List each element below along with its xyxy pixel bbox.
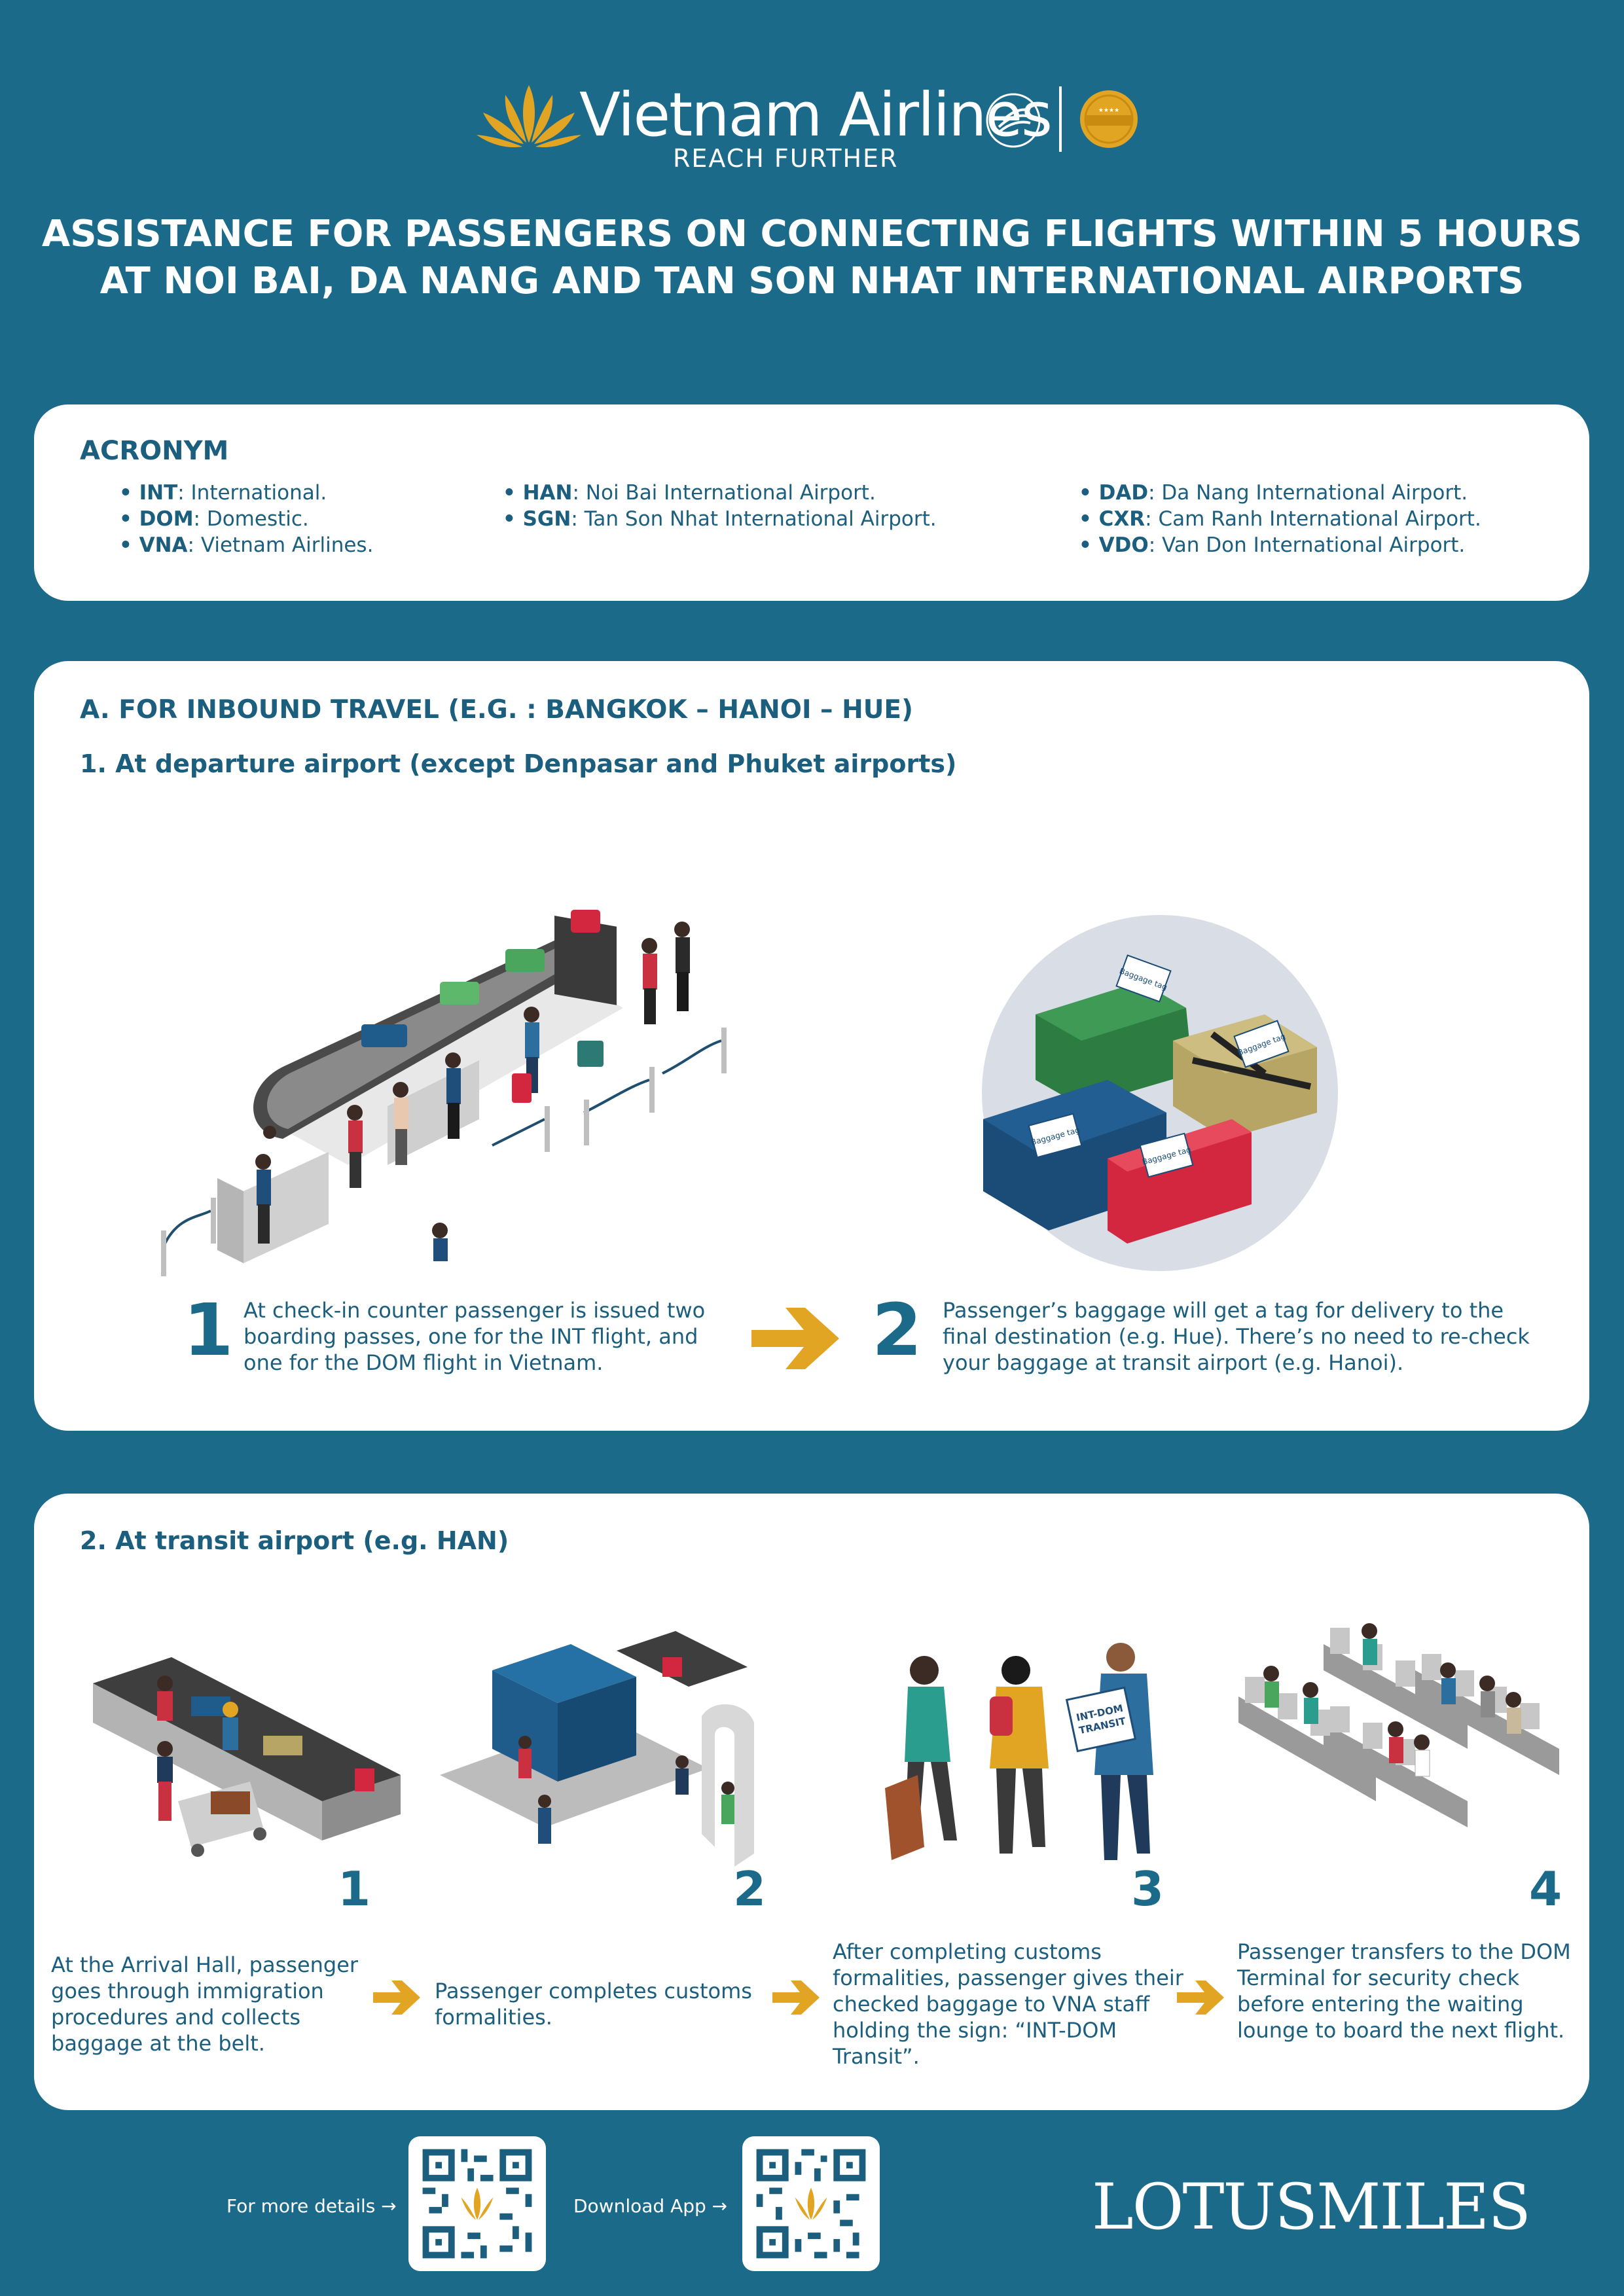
acronym-list-2: HAN: Noi Bai International Airport. SGN:…: [503, 480, 937, 532]
acronym-item: DAD: Da Nang International Airport.: [1079, 480, 1481, 506]
page-title-line-2: AT NOI BAI, DA NANG AND TAN SON NHAT INT…: [99, 260, 1525, 302]
qr-code-icon: [756, 2149, 866, 2259]
baggage-tag: Baggage tag Baggage tag Baggage tag Bagg…: [1028, 954, 1290, 1178]
logo-row: Vietnam Airlines REACH FURTHER ★★★★: [0, 65, 1624, 177]
int-dom-transit-sign: INT-DOM TRANSIT: [1065, 1686, 1137, 1753]
step-number: 4: [1529, 1861, 1562, 1916]
arrow-right-icon: [1177, 1981, 1224, 2015]
acronym-list-1: INT: International. DOM: Domestic. VNA: …: [119, 480, 374, 558]
baggage-belt-illustration: [93, 1657, 401, 1857]
acronym-item: INT: International.: [119, 480, 373, 506]
acronym-item: HAN: Noi Bai International Airport.: [503, 480, 937, 506]
acronym-item: VDO: Van Don International Airport.: [1079, 532, 1481, 558]
star-badge-icon: ★★★★: [1080, 90, 1138, 148]
brand-name: Vietnam Airlines: [579, 80, 1053, 150]
arrow-right-icon: [772, 1981, 820, 2015]
page-title: ASSISTANCE FOR PASSENGERS ON CONNECTING …: [0, 211, 1624, 305]
transit-airport-heading: 2. At transit airport (e.g. HAN): [80, 1526, 509, 1555]
acronym-item: CXR: Cam Ranh International Airport.: [1079, 506, 1481, 532]
acronym-item: VNA: Vietnam Airlines.: [119, 532, 374, 558]
acronym-heading: ACRONYM: [80, 436, 229, 466]
skyteam-logo-icon: [986, 93, 1041, 148]
inbound-panel: A. FOR INBOUND TRAVEL (E.G. : BANGKOK – …: [34, 661, 1589, 1431]
step-description: At check-in counter passenger is issued …: [244, 1298, 706, 1375]
header-divider: [1059, 86, 1062, 152]
svg-text:★★★★: ★★★★: [1098, 107, 1119, 114]
step-number: 1: [183, 1288, 234, 1372]
customs-illustration: [440, 1631, 754, 1867]
lotusmiles-logo: LOTUSMILES: [1092, 2170, 1531, 2244]
step-number: 1: [338, 1861, 371, 1916]
step-description: At the Arrival Hall, passenger goes thro…: [51, 1952, 359, 2056]
lotus-logo-icon: [477, 85, 581, 148]
step-number: 2: [733, 1861, 767, 1916]
page-title-line-1: ASSISTANCE FOR PASSENGERS ON CONNECTING …: [41, 213, 1583, 255]
download-app-label: Download App →: [573, 2195, 728, 2217]
departure-airport-heading: 1. At departure airport (except Denpasar…: [80, 749, 957, 778]
transit-staff-illustration: INT-DOM TRANSIT: [885, 1643, 1153, 1860]
transit-panel: 2. At transit airport (e.g. HAN): [34, 1494, 1589, 2110]
more-details-label: For more details →: [226, 2195, 397, 2217]
download-app-qr-code[interactable]: [742, 2136, 880, 2271]
qr-code-icon: [422, 2149, 532, 2259]
acronym-list-3: DAD: Da Nang International Airport. CXR:…: [1079, 480, 1481, 558]
acronym-item: SGN: Tan Son Nhat International Airport.: [503, 506, 937, 532]
inbound-heading: A. FOR INBOUND TRAVEL (E.G. : BANGKOK – …: [80, 695, 913, 725]
arrow-right-icon: [751, 1308, 839, 1369]
acronym-panel: ACRONYM INT: International. DOM: Domesti…: [34, 404, 1589, 601]
step-description: Passenger transfers to the DOM Terminal …: [1237, 1939, 1571, 2043]
waiting-lounge-illustration: [1238, 1623, 1559, 1827]
arrow-right-icon: [373, 1981, 420, 2015]
step-number: 3: [1131, 1861, 1164, 1916]
acronym-item: DOM: Domestic.: [119, 506, 373, 532]
details-qr-code[interactable]: [408, 2136, 546, 2271]
step-description: After completing customs formalities, pa…: [833, 1939, 1183, 2069]
step-number: 2: [872, 1288, 922, 1372]
step-description: Passenger’s baggage will get a tag for d…: [943, 1298, 1530, 1375]
step-description: Passenger completes customs formalities.: [435, 1979, 752, 2030]
check-in-counter-illustration: [161, 910, 727, 1276]
brand-tagline: REACH FURTHER: [673, 144, 899, 173]
baggage-tag-illustration: Baggage tag Baggage tag Baggage tag Bagg…: [982, 915, 1338, 1271]
